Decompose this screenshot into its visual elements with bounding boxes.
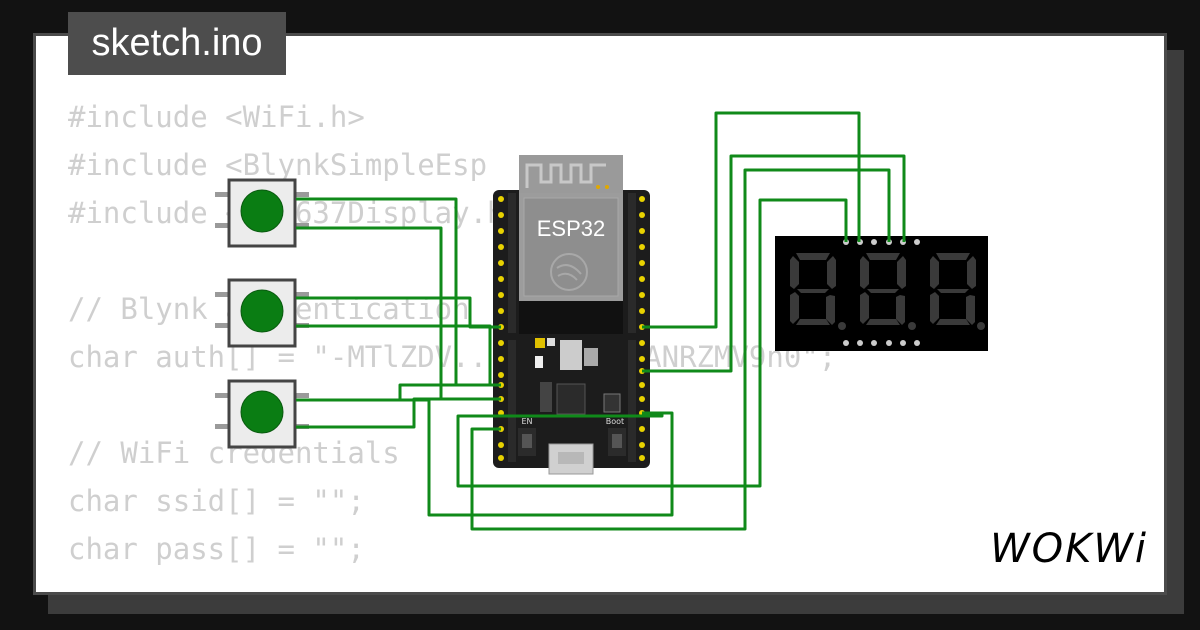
code-line: #include <WiFi.h> [68,100,365,134]
board-label: ESP32 [537,216,606,241]
file-title-tab: sketch.ino [68,12,286,75]
esp32-board[interactable]: ESP32 [493,155,650,475]
digit-segments [790,253,985,330]
wire [296,397,501,429]
wire [296,398,674,517]
code-line: char ssid[] = ""; [68,484,365,518]
seven-segment-display[interactable] [775,236,988,351]
pushbutton-2[interactable] [215,278,309,348]
wire [470,168,891,531]
wire [456,198,848,488]
button-cap[interactable] [240,390,284,434]
espressif-logo-icon [550,253,588,291]
pushbutton-3[interactable] [215,379,309,449]
boot-label: Boot [606,417,624,426]
wokwi-logo: WOKWi [990,526,1148,572]
wire [642,154,906,373]
code-line: char pass[] = ""; [68,532,365,566]
en-label: EN [521,417,532,426]
wires [296,111,906,531]
button-cap[interactable] [240,189,284,233]
pushbutton-1[interactable] [215,178,309,248]
button-cap[interactable] [240,289,284,333]
wire [296,324,492,385]
wire [296,296,501,329]
code-line: #include <BlynkSimpleEsp [68,148,488,182]
